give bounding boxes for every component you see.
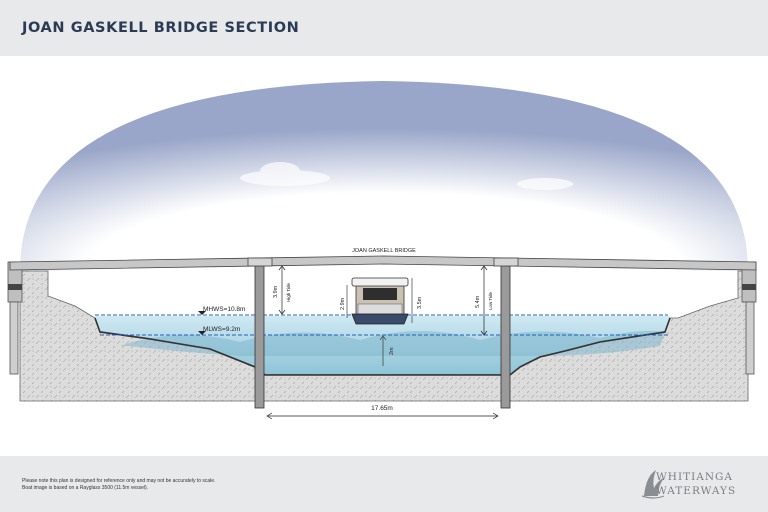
left-abutment [7,261,23,375]
clouds [143,162,573,242]
boat-height-1: 2.9m [340,297,346,310]
whitianga-waterways-logo-icon [641,470,665,499]
low-tide-value: 5.4m [475,295,481,308]
mhws-label: MHWS=10.8m [203,306,245,313]
boat-icon [351,277,409,325]
low-tide-label: Low Tide [488,291,493,310]
high-tide-value: 3.9m [273,285,279,298]
footer-note-line2: Boat image is based on a Rayglass 3500 (… [22,485,149,491]
header-bar: JOAN GASKELL BRIDGE SECTION [0,0,768,56]
mlws-label: MLWS=9.2m [203,326,240,333]
boat-height-2: 3.5m [417,296,423,309]
riverbed-line [94,317,671,376]
mlws-marker-icon [198,331,206,335]
span-value: 17.65m [371,405,393,412]
footer-bar: Please note this plan is designed for re… [0,456,768,512]
sky [20,81,748,271]
right-pier [500,263,511,409]
page-title: JOAN GASKELL BRIDGE SECTION [22,20,300,36]
high-tide-label: High Tide [286,282,291,302]
bridge-deck [9,255,757,271]
bridge-section-diagram: MHWS=10.8m MLWS=9.2m JOAN GASKELL BRIDGE… [7,81,757,420]
right-pier-cap [493,257,519,267]
bridge-label: JOAN GASKELL BRIDGE [352,248,416,254]
depth-value: 2m [389,347,395,355]
left-pier [254,263,265,409]
logo-text-line2: WATERWAYS [656,485,737,497]
left-pier-cap [247,257,273,267]
mhws-marker-icon [198,311,206,315]
footer-note-line1: Please note this plan is designed for re… [22,478,216,484]
right-abutment [741,261,757,375]
logo-text-line1: WHITIANGA [656,471,733,483]
